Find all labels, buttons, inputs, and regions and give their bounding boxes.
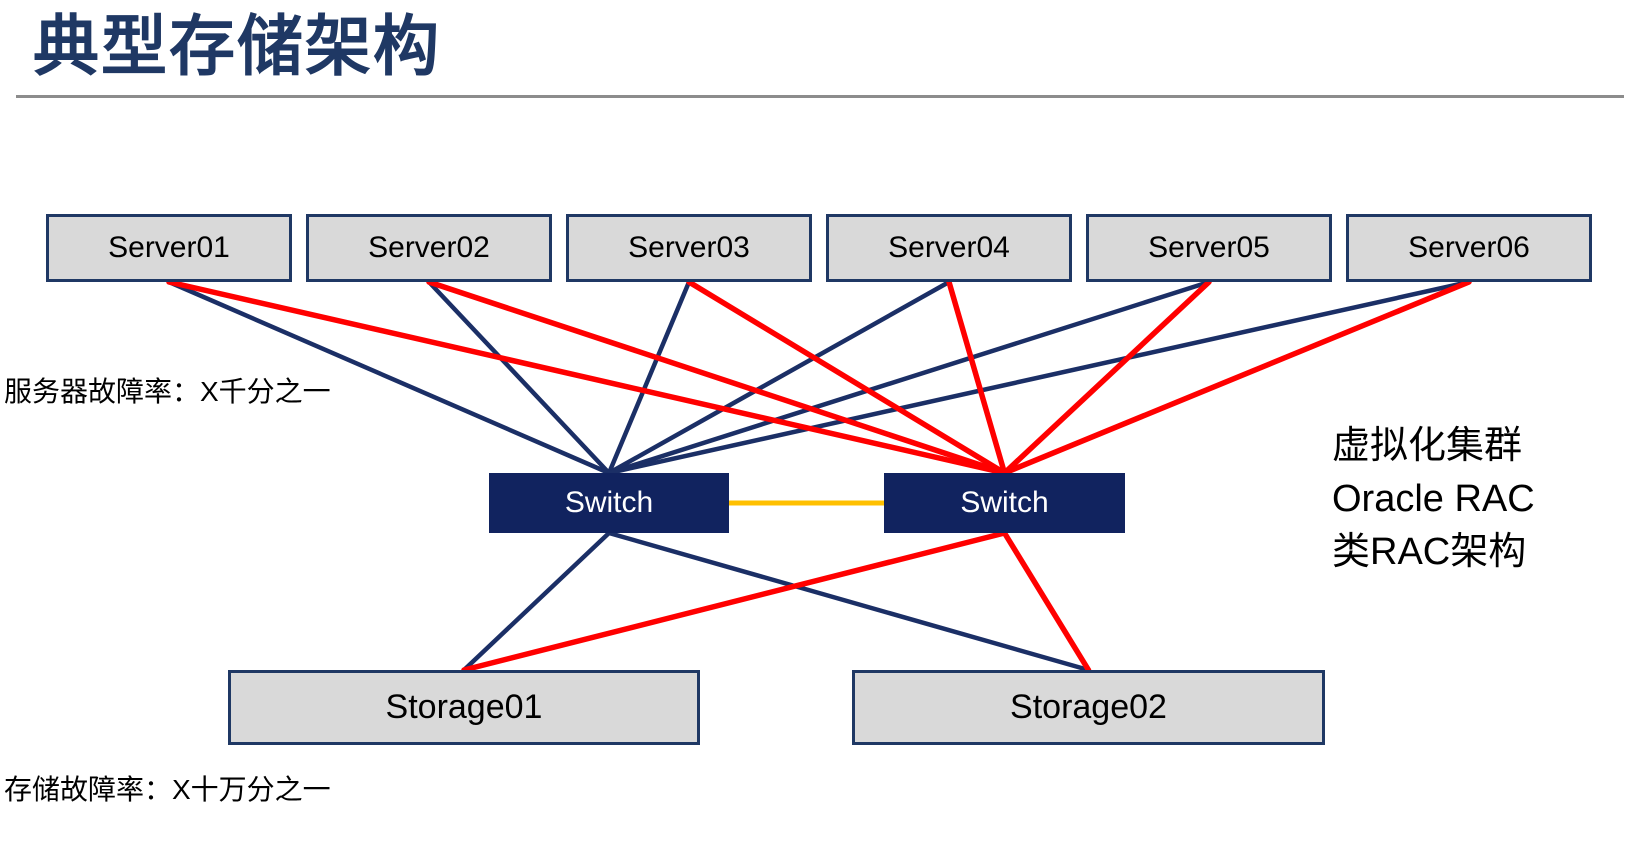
server-node-server1: Server01 [46, 214, 292, 282]
link-switchB-storage1 [461, 530, 1008, 673]
server-failure-rate-label: 服务器故障率：X千分之一 [4, 376, 331, 407]
note-line-oracle-rac: Oracle RAC [1332, 478, 1535, 520]
server-node-server5: Server05 [1086, 214, 1332, 282]
switch-node-switchB: Switch [884, 473, 1125, 533]
cluster-architecture-note: 虚拟化集群 Oracle RAC 类RAC架构 [1332, 420, 1535, 579]
link-server4-switchB [946, 279, 1008, 476]
link-switchB-storage2 [1001, 530, 1092, 673]
note-line-rac-like: 类RAC架构 [1332, 531, 1527, 573]
storage-failure-rate-label: 存储故障率：X十万分之一 [4, 774, 331, 805]
server-node-server6: Server06 [1346, 214, 1592, 282]
storage-node-storage1: Storage01 [228, 670, 700, 745]
note-line-virtualization: 虚拟化集群 [1332, 425, 1523, 467]
link-server6-switchA [606, 279, 1472, 476]
link-server2-switchA [426, 279, 612, 476]
title-divider [16, 95, 1624, 98]
link-server3-switchA [606, 279, 692, 476]
link-server5-switchA [606, 279, 1212, 476]
page-title: 典型存储架构 [33, 9, 441, 83]
link-server6-switchB [1001, 279, 1472, 476]
link-server1-switchA [166, 279, 612, 476]
link-switchA-storage1 [461, 530, 612, 673]
switch-node-switchA: Switch [489, 473, 729, 533]
link-server2-switchB [426, 279, 1008, 476]
link-server5-switchB [1001, 279, 1212, 476]
server-node-server2: Server02 [306, 214, 552, 282]
link-server3-switchB [686, 279, 1008, 476]
link-server1-switchB [166, 279, 1008, 476]
link-server4-switchA [606, 279, 952, 476]
link-switchA-storage2 [606, 530, 1091, 673]
server-node-server3: Server03 [566, 214, 812, 282]
storage-node-storage2: Storage02 [852, 670, 1325, 745]
server-node-server4: Server04 [826, 214, 1072, 282]
